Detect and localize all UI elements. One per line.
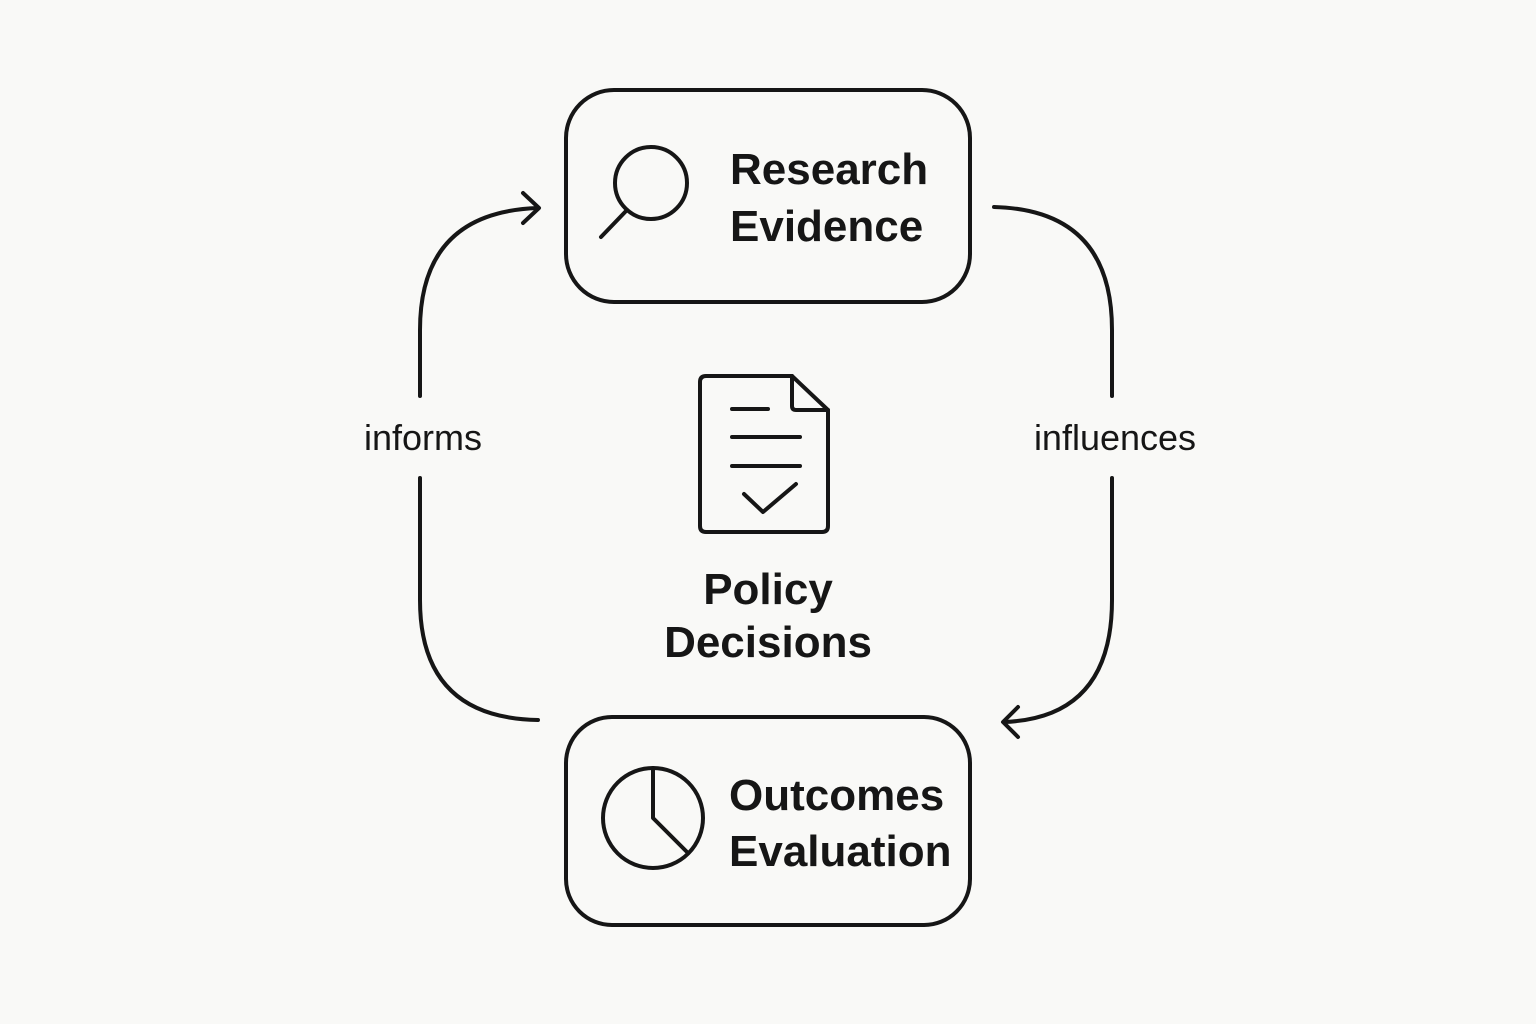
research-evidence-label-line1: Research: [730, 145, 928, 194]
outcomes-evaluation-label-line1: Outcomes: [729, 771, 944, 820]
node-research-evidence: Research Evidence: [564, 88, 972, 304]
edge-informs: informs: [364, 191, 541, 722]
informs-connector-upper: [418, 206, 540, 398]
policy-decisions-label-line2: Decisions: [664, 618, 872, 667]
influences-connector-upper: [992, 205, 1114, 398]
informs-label: informs: [364, 417, 482, 458]
node-outcomes-evaluation: Outcomes Evaluation: [564, 715, 972, 927]
edge-influences: influences: [992, 205, 1196, 739]
policy-decisions-label-line1: Policy: [703, 565, 833, 614]
pie-chart-icon: [601, 766, 705, 870]
document-check-icon: [698, 374, 830, 534]
informs-arrowhead: [521, 191, 541, 225]
influences-label: influences: [1034, 417, 1196, 458]
node-policy-decisions: Policy Decisions: [664, 374, 872, 667]
magnifier-icon: [599, 145, 689, 239]
research-evidence-label-line2: Evidence: [730, 202, 923, 251]
influences-connector-lower: [1002, 476, 1114, 724]
outcomes-evaluation-box: [564, 715, 972, 927]
outcomes-evaluation-label-line2: Evaluation: [729, 827, 952, 876]
influences-arrowhead: [1001, 705, 1020, 739]
informs-connector-lower: [418, 476, 540, 722]
research-evidence-box: [564, 88, 972, 304]
